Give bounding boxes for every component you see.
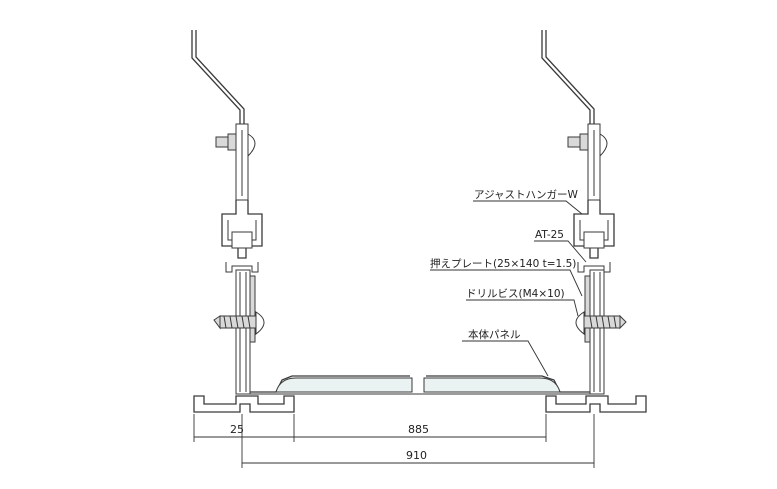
dim-885: 885 [408, 423, 429, 436]
right-frame [589, 269, 605, 395]
main-panel [250, 375, 590, 395]
left-frame [235, 269, 251, 395]
right-at25-channel [589, 248, 599, 259]
left-hanger-rod [191, 30, 241, 124]
leader-lines [430, 200, 587, 377]
dim-25: 25 [230, 423, 244, 436]
left-drill-screw [213, 311, 265, 336]
dimension-lines [193, 414, 595, 468]
left-flange [193, 395, 295, 413]
right-drill-screw [575, 311, 627, 336]
label-adjust-hanger-w: アジャストハンガーW [474, 189, 579, 201]
label-at25: AT-25 [535, 229, 564, 241]
right-hanger-rod [541, 30, 591, 124]
right-flange [545, 395, 647, 413]
label-holding-plate: 押えプレート(25×140 t=1.5) [430, 257, 576, 270]
label-drill-screw: ドリルビス(M4×10) [466, 288, 565, 300]
dim-910: 910 [406, 449, 427, 462]
left-at25-channel [237, 248, 247, 259]
label-main-panel: 本体パネル [468, 328, 521, 341]
left-assembly [191, 30, 295, 413]
right-assembly [541, 30, 647, 413]
